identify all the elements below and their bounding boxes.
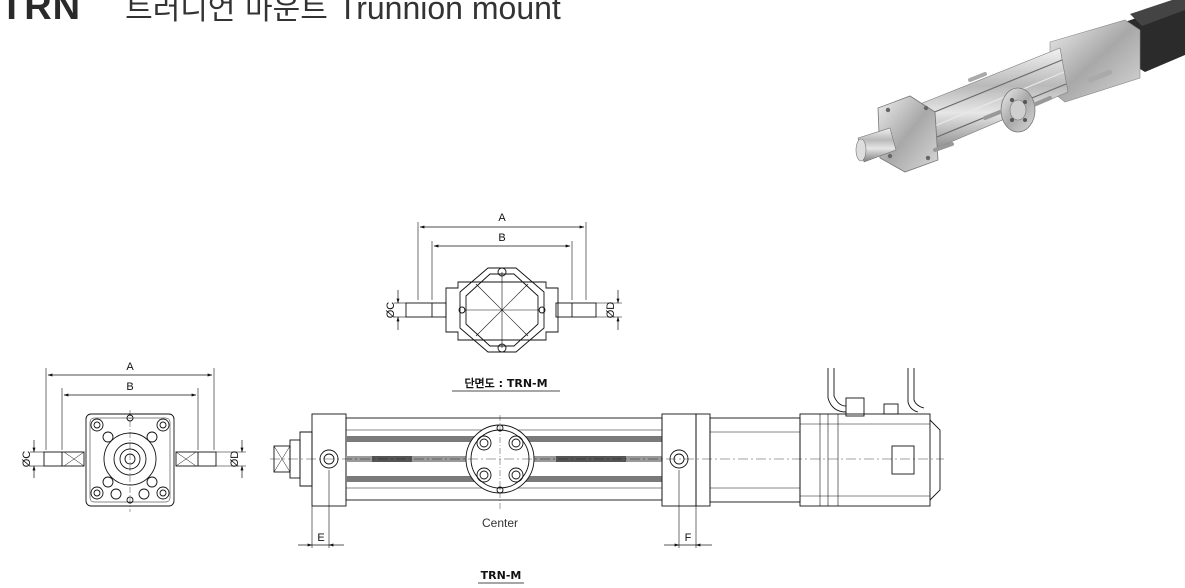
side-caption: TRN-M (481, 569, 522, 582)
end-dim-a: A (126, 361, 134, 373)
model-code: TRN (0, 0, 82, 28)
section-caption: 단면도 : TRN-M (464, 376, 547, 390)
end-view (30, 368, 246, 512)
page-title: TRN 트러니언 마운트 Trunnion mount (0, 0, 561, 29)
side-view (270, 368, 944, 584)
product-photo (855, 0, 1185, 173)
center-label: Center (482, 516, 518, 530)
title-korean: 트러니언 마운트 (125, 0, 328, 27)
title-english: Trunnion mount (337, 0, 561, 26)
section-dim-b: B (498, 232, 505, 244)
section-view (394, 222, 622, 392)
end-dim-d: ØD (229, 451, 241, 468)
end-dim-b: B (126, 381, 133, 393)
side-dim-f: F (685, 532, 692, 544)
section-dim-a: A (498, 212, 506, 224)
side-dim-e: E (317, 532, 324, 544)
section-dim-c: ØC (385, 302, 397, 319)
end-dim-c: ØC (21, 451, 33, 468)
section-dim-d: ØD (605, 302, 617, 319)
